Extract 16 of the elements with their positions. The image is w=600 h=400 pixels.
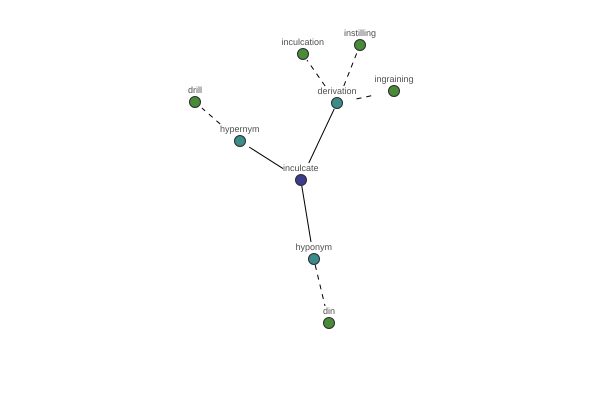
node-label: derivation: [318, 86, 357, 96]
dashed-connector-line: [201, 108, 221, 124]
node-label: ingraining: [374, 74, 414, 84]
dashed-connector-line: [314, 264, 326, 306]
node-label: hypernym: [220, 124, 260, 134]
node-label: inculcate: [283, 163, 319, 173]
node-label: drill: [188, 85, 202, 95]
connector-line: [248, 146, 284, 170]
dashed-connector-line: [343, 50, 358, 86]
node-label: inculcation: [282, 37, 324, 47]
node-label: din: [323, 306, 336, 316]
node-label: hyponym: [296, 242, 332, 252]
connector-line: [308, 108, 335, 164]
node-label: instilling: [344, 28, 376, 38]
connector-line: [301, 186, 312, 242]
dashed-connector-line: [306, 60, 326, 86]
